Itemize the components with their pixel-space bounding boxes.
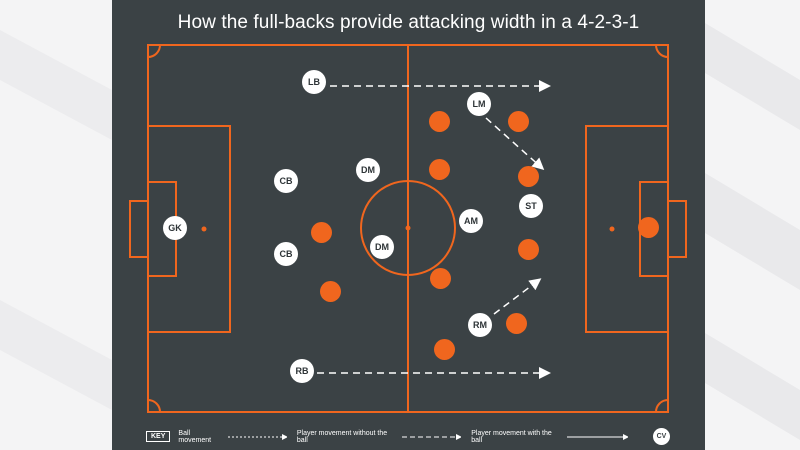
dashed-arrow-icon (402, 433, 462, 440)
right-penalty-spot (609, 226, 615, 232)
center-circle (360, 180, 456, 276)
player-cb-left: CB (274, 169, 298, 193)
rm-run-arrow (493, 278, 542, 315)
player-lm: LM (467, 92, 491, 116)
player-gk: GK (163, 216, 187, 240)
right-goal (667, 200, 687, 258)
player-cb-right: CB (274, 242, 298, 266)
legend-key: KEY Ball movement Player movement withou… (146, 428, 638, 445)
opponent-goalkeeper (638, 217, 659, 238)
player-rb: RB (290, 359, 314, 383)
opponent-player (311, 222, 332, 243)
key-player-without-ball-label: Player movement without the ball (296, 429, 388, 444)
left-goal (129, 200, 149, 258)
key-player-without-ball: Player movement without the ball (296, 429, 462, 444)
player-dm-top: DM (356, 158, 380, 182)
key-player-with-ball-label: Player movement with the ball (471, 429, 552, 444)
player-rm: RM (468, 313, 492, 337)
key-player-with-ball: Player movement with the ball (471, 429, 629, 444)
opponent-player (320, 281, 341, 302)
left-penalty-box (147, 125, 231, 333)
opponent-player (430, 268, 451, 289)
opponent-player (518, 239, 539, 260)
opponent-player (429, 111, 450, 132)
solid-arrow-icon (567, 433, 629, 440)
player-am: AM (459, 209, 483, 233)
opponent-player (506, 313, 527, 334)
dotted-arrow-icon (227, 433, 287, 440)
center-spot (405, 225, 411, 231)
pitch (129, 44, 687, 413)
corner-arc-br (655, 399, 669, 413)
cv-logo: CV (653, 428, 670, 445)
key-tag: KEY (146, 431, 171, 442)
left-penalty-spot (201, 226, 207, 232)
player-lb: LB (302, 70, 326, 94)
player-dm-bottom: DM (370, 235, 394, 259)
diagram-title: How the full-backs provide attacking wid… (177, 12, 640, 33)
corner-arc-tl (147, 44, 161, 58)
key-ball-movement: Ball movement (178, 429, 287, 444)
corner-arc-tr (655, 44, 669, 58)
corner-arc-bl (147, 399, 161, 413)
opponent-player (429, 159, 450, 180)
lm-run-arrow (485, 117, 545, 170)
opponent-player (434, 339, 455, 360)
key-ball-movement-label: Ball movement (178, 429, 212, 444)
player-st: ST (519, 194, 543, 218)
opponent-player (518, 166, 539, 187)
tactics-board: How the full-backs provide attacking wid… (112, 0, 705, 450)
opponent-player (508, 111, 529, 132)
